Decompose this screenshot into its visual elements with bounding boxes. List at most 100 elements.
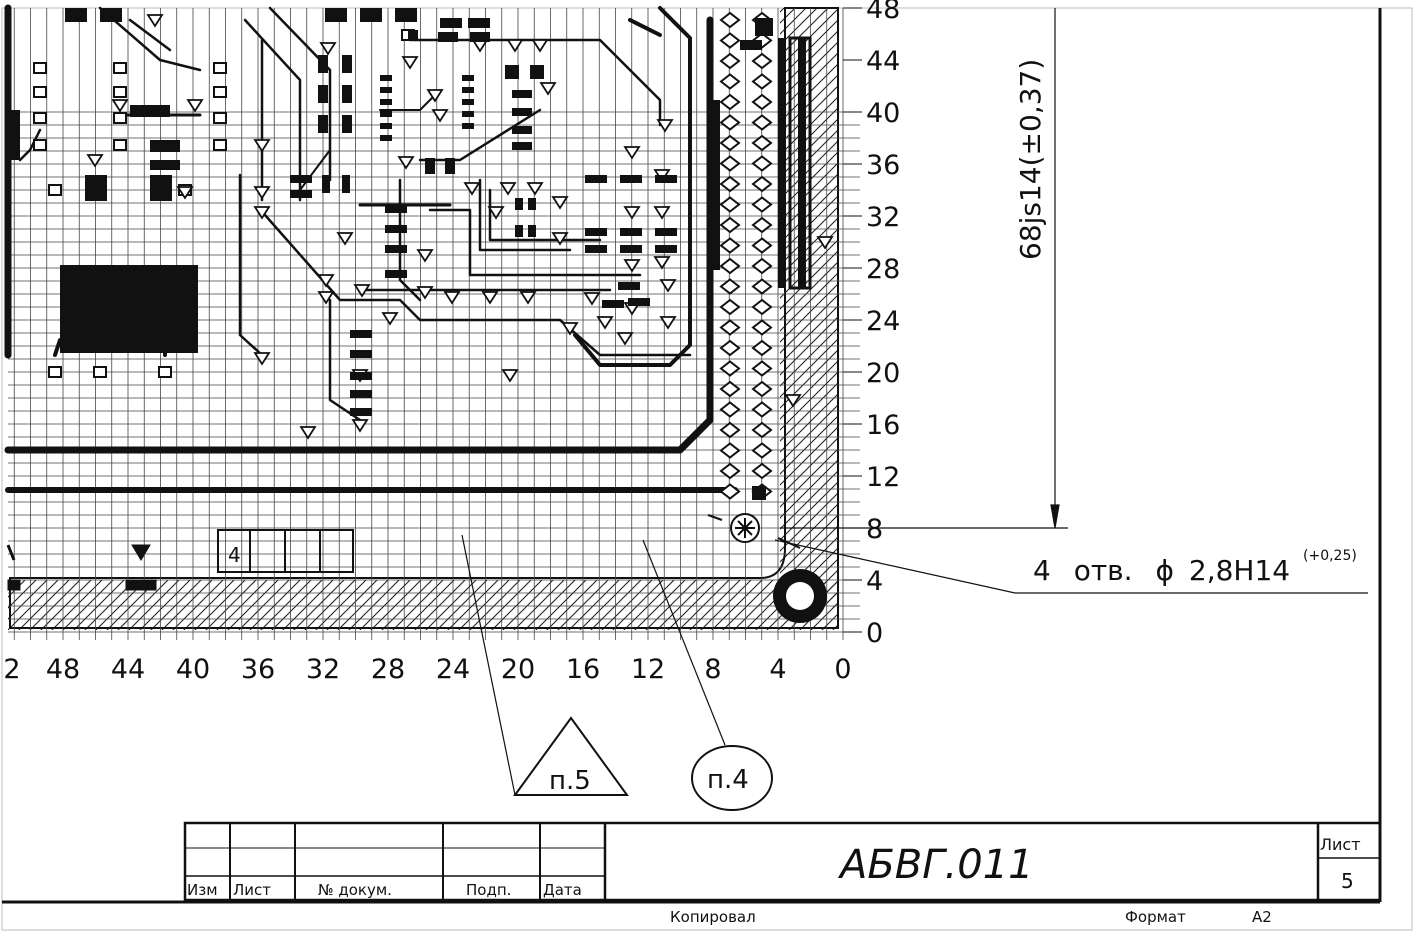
smd-pad bbox=[462, 123, 474, 129]
smd-pad bbox=[438, 32, 458, 42]
connector-pad bbox=[719, 278, 741, 295]
y-tick-label: 36 bbox=[866, 150, 900, 181]
test-point bbox=[416, 249, 434, 263]
smd-pad bbox=[380, 87, 392, 93]
test-point bbox=[623, 206, 641, 220]
test-point bbox=[176, 186, 194, 200]
test-point bbox=[146, 14, 164, 28]
sheet-number: 5 bbox=[1341, 869, 1354, 893]
smd-pad bbox=[512, 142, 532, 150]
connector-pad bbox=[719, 237, 741, 254]
connector-pad bbox=[751, 52, 773, 70]
smd-pad bbox=[585, 245, 607, 253]
connector-pad bbox=[751, 319, 773, 336]
smd-pad bbox=[655, 175, 677, 183]
format-value: А2 bbox=[1252, 908, 1272, 926]
test-point bbox=[86, 154, 104, 168]
smd-pad bbox=[620, 175, 642, 183]
smd-pad bbox=[342, 175, 350, 193]
test-point bbox=[561, 322, 579, 336]
y-tick-label: 4 bbox=[866, 566, 883, 597]
test-point bbox=[816, 236, 834, 250]
smd-pad bbox=[512, 90, 532, 98]
smd-pad bbox=[150, 140, 180, 152]
test-point bbox=[481, 291, 499, 305]
smd-pad bbox=[322, 175, 330, 193]
y-tick-label: 40 bbox=[866, 98, 900, 129]
document-designation: АБВГ.011 bbox=[837, 842, 1034, 888]
test-points bbox=[86, 14, 834, 440]
test-point bbox=[519, 291, 537, 305]
smd-pad bbox=[342, 85, 352, 103]
test-point bbox=[336, 232, 354, 246]
connector-pad bbox=[751, 442, 773, 459]
test-point bbox=[499, 182, 517, 196]
smd-pad bbox=[462, 99, 474, 105]
connector-pad bbox=[751, 155, 773, 172]
sheet-label: Лист bbox=[1320, 835, 1361, 854]
small-pads bbox=[33, 29, 415, 378]
y-tick-label: 16 bbox=[866, 410, 900, 441]
smd-pad bbox=[290, 190, 312, 198]
hole-size: 2,8H14 bbox=[1189, 554, 1290, 587]
title-block bbox=[183, 821, 1382, 902]
test-point bbox=[351, 419, 369, 433]
test-point bbox=[401, 56, 419, 70]
test-point bbox=[653, 256, 671, 270]
copied-by-label: Копировал bbox=[670, 908, 756, 926]
smd-pad bbox=[380, 135, 392, 141]
connector-pad bbox=[719, 401, 741, 418]
test-point bbox=[416, 286, 434, 300]
edge-connector bbox=[719, 11, 773, 500]
x-tick-label: 44 bbox=[111, 654, 145, 685]
smd-pad bbox=[655, 245, 677, 253]
test-point bbox=[463, 182, 481, 196]
test-point bbox=[596, 316, 614, 330]
header-signature: Подп. bbox=[466, 881, 511, 899]
hole-callout: 4 отв. ϕ 2,8H14 (+0,25) bbox=[1033, 548, 1357, 587]
test-point bbox=[531, 39, 549, 53]
smd-pad bbox=[440, 18, 462, 28]
test-point bbox=[299, 426, 317, 440]
smd-pad bbox=[505, 65, 519, 79]
connector-pad bbox=[719, 319, 741, 336]
smd-pad bbox=[318, 85, 328, 103]
test-point bbox=[659, 279, 677, 293]
note-leaders bbox=[461, 534, 726, 796]
pad bbox=[33, 86, 47, 98]
test-point bbox=[353, 284, 371, 298]
smd-pad bbox=[318, 115, 328, 133]
connector-pad bbox=[751, 462, 773, 480]
header-date: Дата bbox=[543, 881, 582, 899]
ic-package bbox=[60, 265, 198, 353]
x-tick-label: 12 bbox=[631, 654, 665, 685]
test-point bbox=[381, 312, 399, 326]
smd-pad bbox=[385, 245, 407, 253]
smd-pad bbox=[628, 298, 650, 306]
connector-pad bbox=[751, 175, 773, 193]
header-doc-number: № докум. bbox=[318, 881, 392, 899]
pad bbox=[48, 184, 62, 196]
connector-pad bbox=[751, 216, 773, 234]
test-point bbox=[319, 42, 337, 56]
test-point bbox=[551, 232, 569, 246]
smd-pad bbox=[462, 111, 474, 117]
smd-pad bbox=[445, 158, 455, 174]
x-tick-label: 8 bbox=[704, 654, 721, 685]
smd-pad bbox=[360, 8, 382, 22]
smd-pad bbox=[350, 372, 372, 380]
connector-pad bbox=[719, 421, 741, 439]
smd-pad bbox=[462, 75, 474, 81]
test-point bbox=[431, 109, 449, 123]
smd-pad bbox=[318, 55, 328, 73]
smd-pad bbox=[618, 282, 640, 290]
smd-pad bbox=[655, 228, 677, 236]
connector-pad bbox=[719, 360, 741, 377]
smd-pad bbox=[342, 115, 352, 133]
y-tick-label: 8 bbox=[866, 514, 883, 545]
connector-pad bbox=[751, 134, 773, 152]
test-point bbox=[539, 82, 557, 96]
pad bbox=[33, 112, 47, 124]
dimension-label: 68js14(±0,37) bbox=[1014, 59, 1047, 260]
